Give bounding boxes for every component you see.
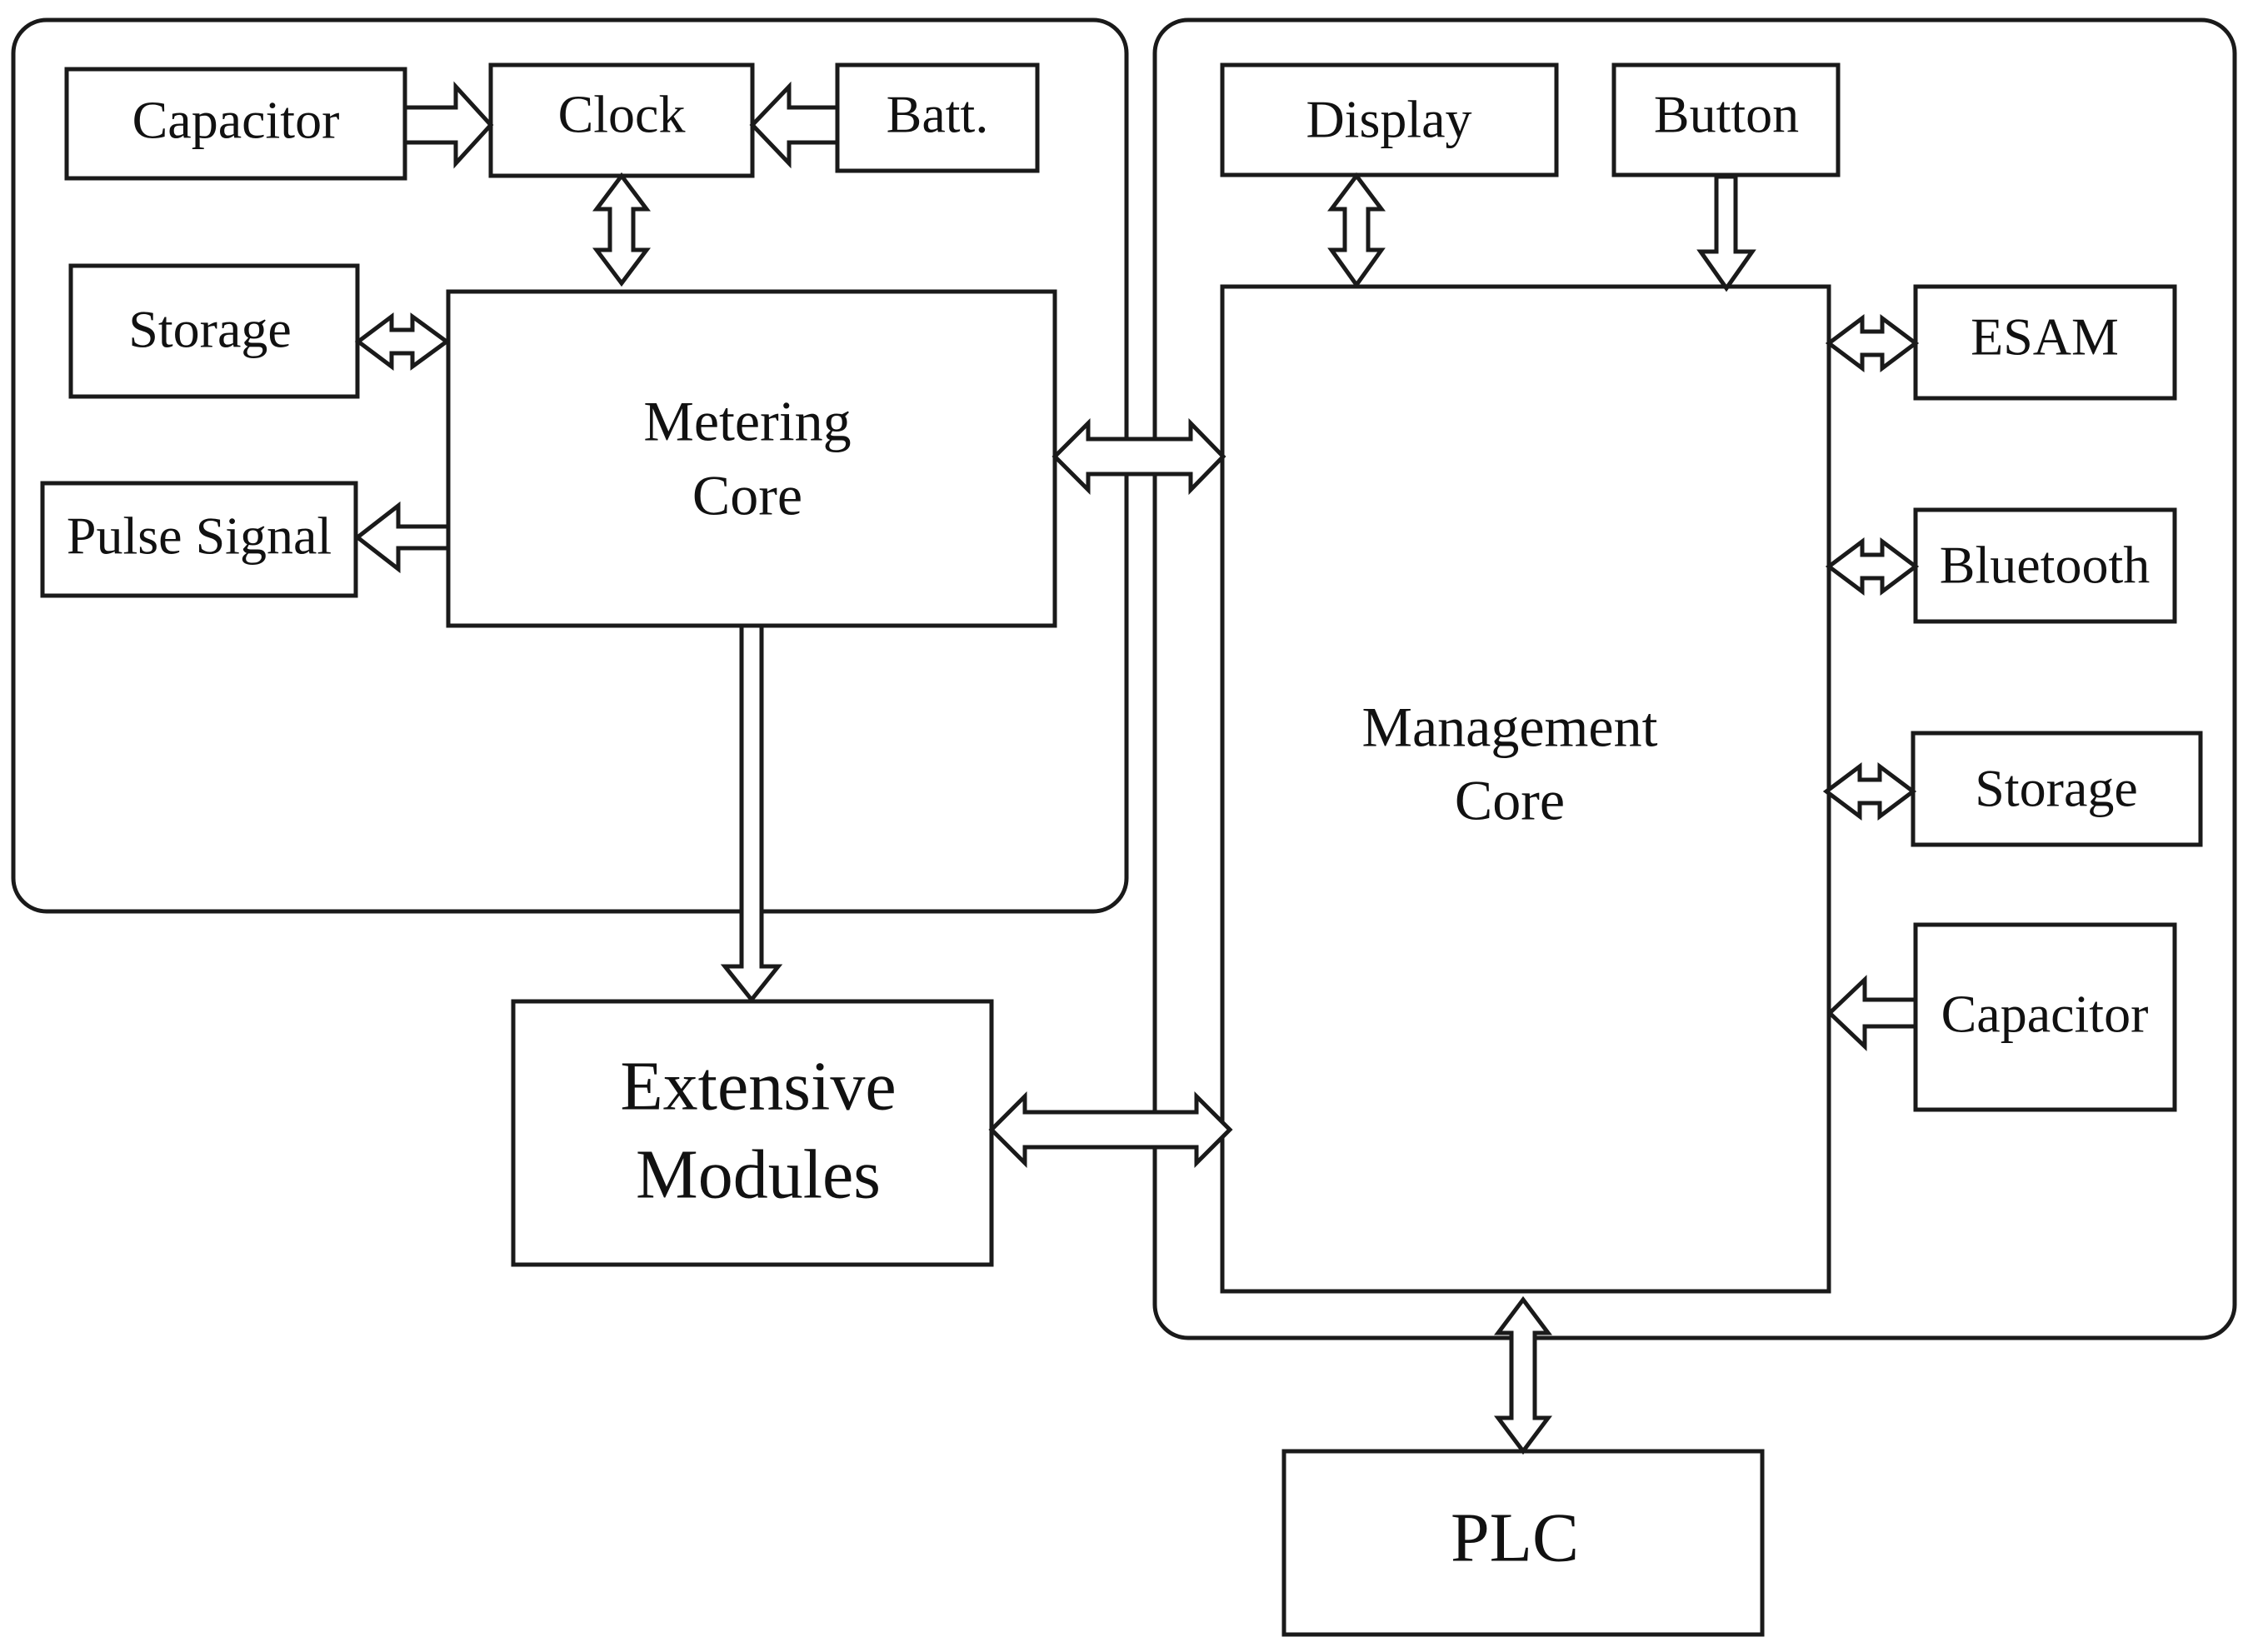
arrow-button-to-management-core: [1696, 174, 1756, 292]
metering-core-label-line2: Core: [692, 464, 802, 527]
arrow-metering-core-to-pulse-signal: [353, 501, 451, 574]
arrow-capacitor-to-clock: [402, 81, 494, 169]
arrow-capacitor-right-to-management-core: [1826, 975, 1918, 1051]
management-core-label-line1: Management: [1362, 696, 1658, 759]
plc-label: PLC: [1451, 1499, 1579, 1576]
arrow-management-core-plc: [1494, 1295, 1552, 1455]
battery-box: [835, 62, 1040, 173]
metering-core-box: [446, 289, 1057, 628]
storage-left-box: [68, 263, 360, 399]
button-box: [1611, 62, 1841, 177]
management-core-label-line2: Core: [1455, 769, 1565, 832]
capacitor-left-label: Capacitor: [132, 91, 340, 150]
display-box: [1220, 62, 1559, 177]
arrow-esam-management-core: [1825, 314, 1920, 372]
arrow-metering-core-management-core: [1052, 417, 1226, 496]
clock-label: Clock: [558, 85, 686, 144]
bluetooth-label: Bluetooth: [1940, 536, 2150, 595]
management-core-box: [1220, 284, 1831, 1294]
arrow-display-management-core: [1327, 172, 1386, 289]
arrow-battery-to-clock: [749, 81, 840, 169]
display-label: Display: [1306, 90, 1471, 149]
capacitor-right-box: [1913, 922, 2177, 1112]
plc-box: [1281, 1449, 1765, 1637]
storage-right-box: [1911, 731, 2203, 847]
storage-left-label: Storage: [128, 300, 292, 359]
button-label: Button: [1654, 85, 1799, 144]
extensive-modules-box: [511, 999, 994, 1267]
esam-label: ESAM: [1971, 307, 2119, 367]
storage-right-label: Storage: [1975, 759, 2138, 818]
arrow-storage-right-management-core: [1822, 762, 1917, 821]
arrow-metering-core-to-extensive-modules: [720, 623, 783, 1004]
esam-box: [1913, 284, 2177, 401]
arrow-bluetooth-management-core: [1825, 537, 1920, 596]
extensive-modules-label-line2: Modules: [636, 1135, 881, 1213]
extensive-modules-label-line1: Extensive: [620, 1047, 896, 1125]
management-unit-frame: [1152, 17, 2237, 1340]
arrow-extensive-modules-management-core: [988, 1091, 1233, 1169]
capacitor-right-label: Capacitor: [1941, 985, 2149, 1044]
metering-core-label-line1: Metering: [643, 390, 851, 453]
arrow-storage-left-metering-core: [354, 312, 451, 371]
pulse-signal-label: Pulse Signal: [67, 507, 332, 566]
pulse-signal-box: [40, 481, 358, 598]
arrow-clock-metering-core: [592, 172, 651, 287]
battery-label: Batt.: [887, 85, 989, 144]
